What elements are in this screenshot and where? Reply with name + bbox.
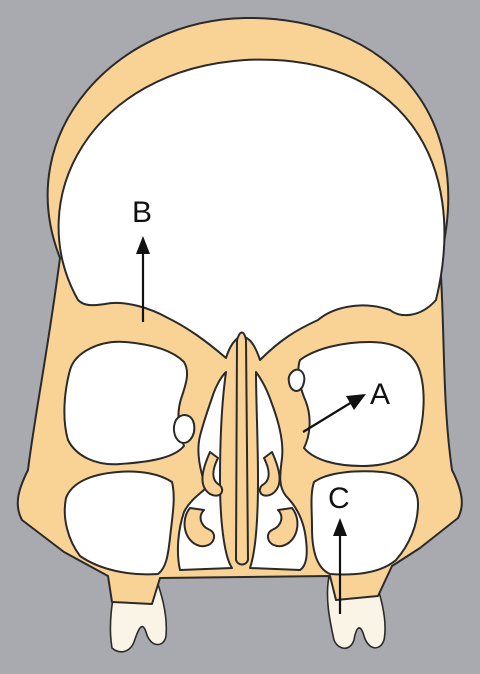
- label-b: B: [132, 198, 152, 228]
- label-a: A: [370, 380, 390, 410]
- nasal-septum: [236, 333, 248, 565]
- right-ethmoid-cell: [289, 370, 305, 391]
- left-orbit: [64, 342, 187, 464]
- label-c: C: [328, 484, 350, 514]
- left-ethmoid-cell: [174, 415, 194, 443]
- right-orbit: [298, 342, 423, 466]
